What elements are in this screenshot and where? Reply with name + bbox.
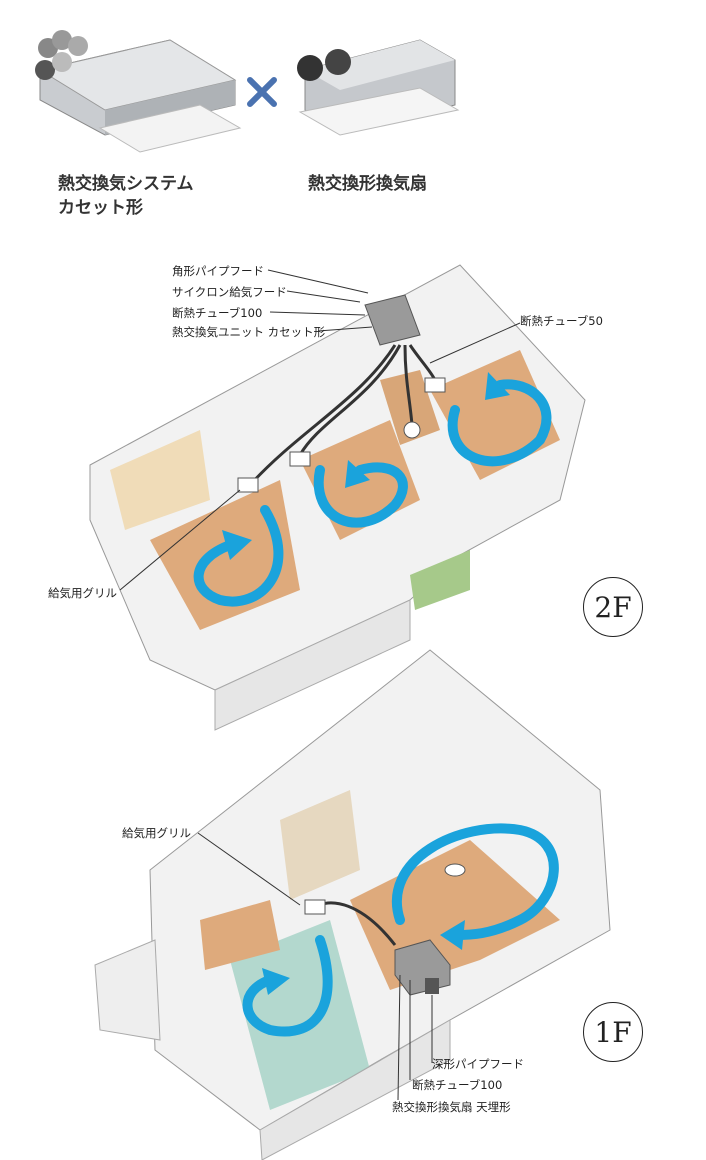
arrowheads-1f <box>262 920 465 995</box>
label-insulated-tube-100-1f: 断熱チューブ100 <box>412 1078 503 1092</box>
heat-exchange-fan-image <box>297 39 460 136</box>
label-square-pipe-hood: 角形パイプフード <box>172 264 264 278</box>
floor-badge-1f: 1F <box>583 1002 643 1062</box>
floor2-airflow-arrows <box>193 379 552 607</box>
cross-icon <box>247 77 277 107</box>
label-deep-pipe-hood: 深形パイプフード <box>432 1057 524 1071</box>
label-heat-exchange-unit: 熱交換気ユニット カセット形 <box>172 325 326 339</box>
leader-lines <box>119 269 521 1101</box>
product-name-line1: 熱交換気システム <box>58 174 194 194</box>
floor-badge-2f: 2F <box>583 577 643 637</box>
label-supply-grille-2f: 給気用グリル <box>48 586 117 600</box>
label-cyclone-supply-hood: サイクロン給気フード <box>172 285 287 299</box>
product-fan-name: 熱交換形換気扇 <box>308 174 427 194</box>
cassette-unit-image <box>35 30 242 153</box>
product-cassette-name: 熱交換気システム カセット形 <box>58 172 194 220</box>
product-name-line2: カセット形 <box>58 198 143 218</box>
label-insulated-tube-50: 断熱チューブ50 <box>520 314 603 328</box>
label-supply-grille-1f: 給気用グリル <box>122 826 191 840</box>
label-insulated-tube-100: 断熱チューブ100 <box>172 306 263 320</box>
arrowheads <box>222 372 510 560</box>
floor2-house <box>89 264 586 731</box>
floor1-airflow-arrows <box>242 823 559 1037</box>
label-heat-exchange-fan: 熱交換形換気扇 天埋形 <box>392 1100 511 1114</box>
